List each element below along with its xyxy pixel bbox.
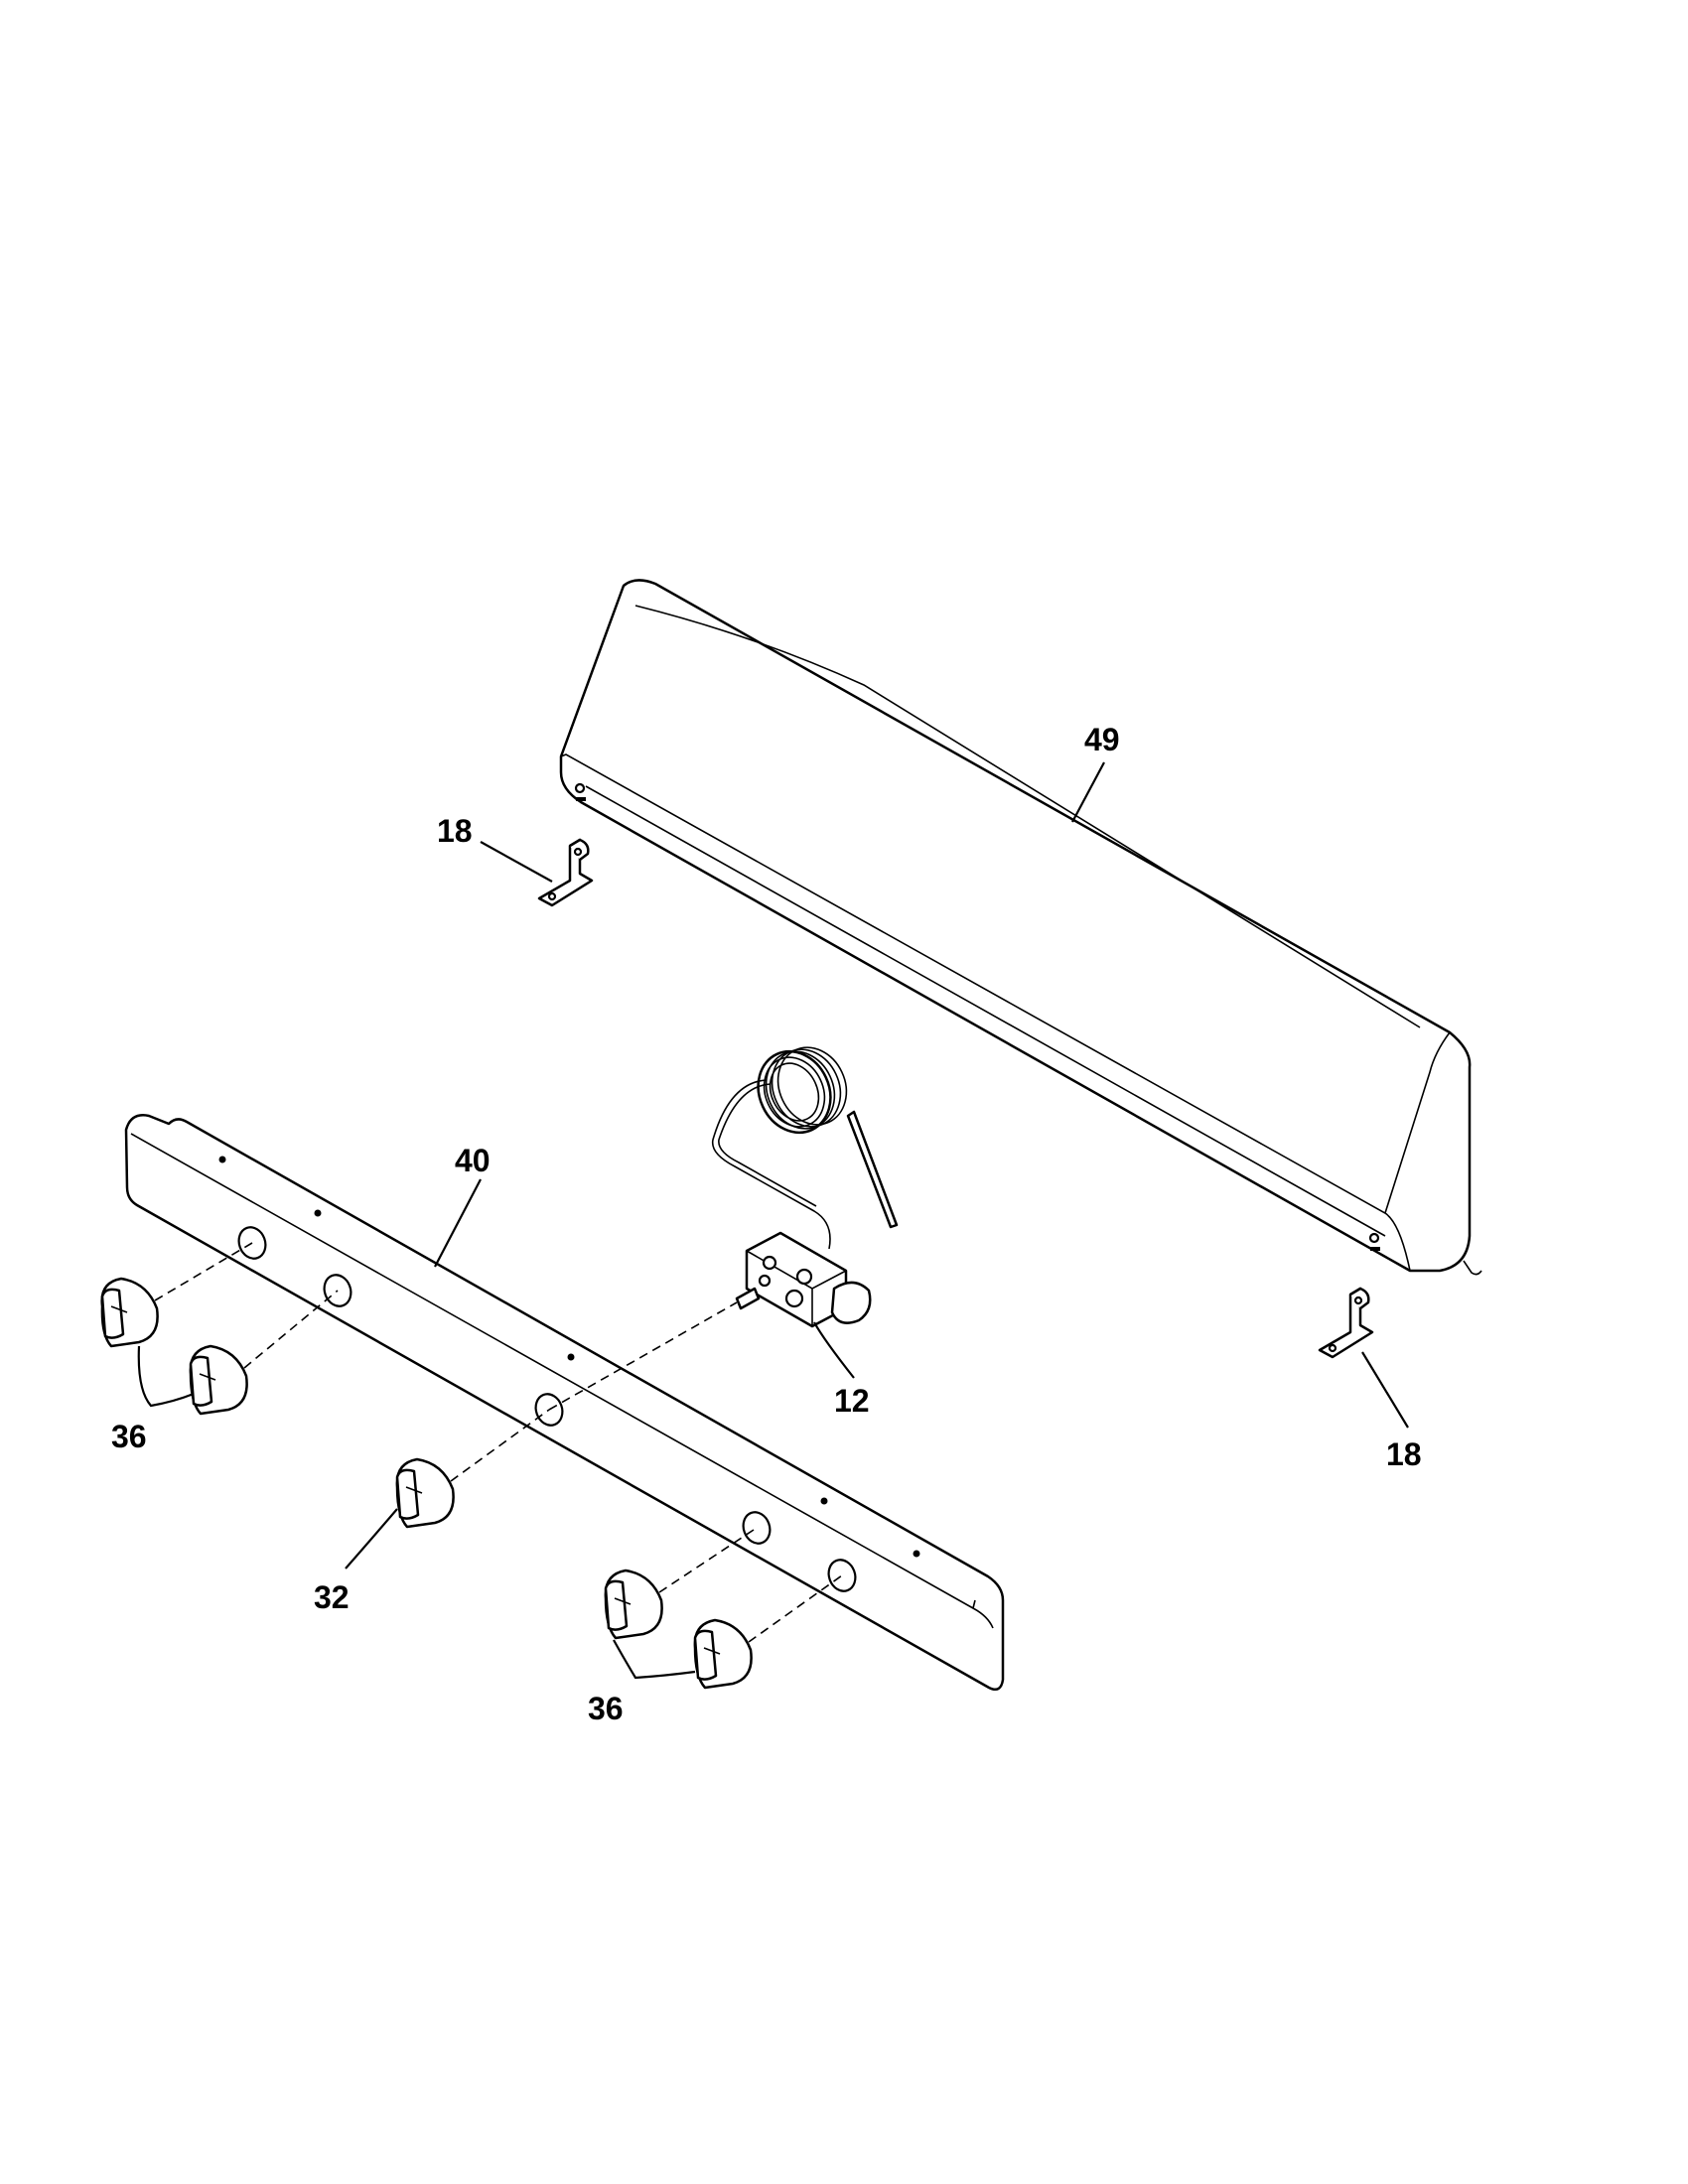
knob-36-b bbox=[189, 1344, 248, 1416]
mounting-bracket-right bbox=[1318, 1287, 1374, 1359]
callout-12: 12 bbox=[834, 1383, 870, 1419]
alignment-lines bbox=[154, 1242, 843, 1643]
knob-32 bbox=[395, 1457, 455, 1529]
callout-40: 40 bbox=[455, 1143, 491, 1178]
thermostat-valve-part bbox=[711, 1046, 899, 1328]
callout-36-right: 36 bbox=[588, 1691, 624, 1726]
leader-lines bbox=[137, 761, 1409, 1680]
callout-18-right: 18 bbox=[1386, 1436, 1422, 1472]
mounting-bracket-left bbox=[537, 838, 594, 907]
knob-36-c bbox=[604, 1569, 663, 1640]
callout-18-left: 18 bbox=[437, 813, 473, 849]
callout-49: 49 bbox=[1084, 722, 1120, 757]
knob-36-d bbox=[693, 1618, 753, 1690]
callout-32: 32 bbox=[314, 1579, 350, 1615]
control-panel-part bbox=[124, 1114, 1005, 1691]
knob-36-a bbox=[100, 1277, 159, 1348]
backguard-part bbox=[559, 579, 1482, 1276]
callout-36-left: 36 bbox=[111, 1419, 147, 1454]
